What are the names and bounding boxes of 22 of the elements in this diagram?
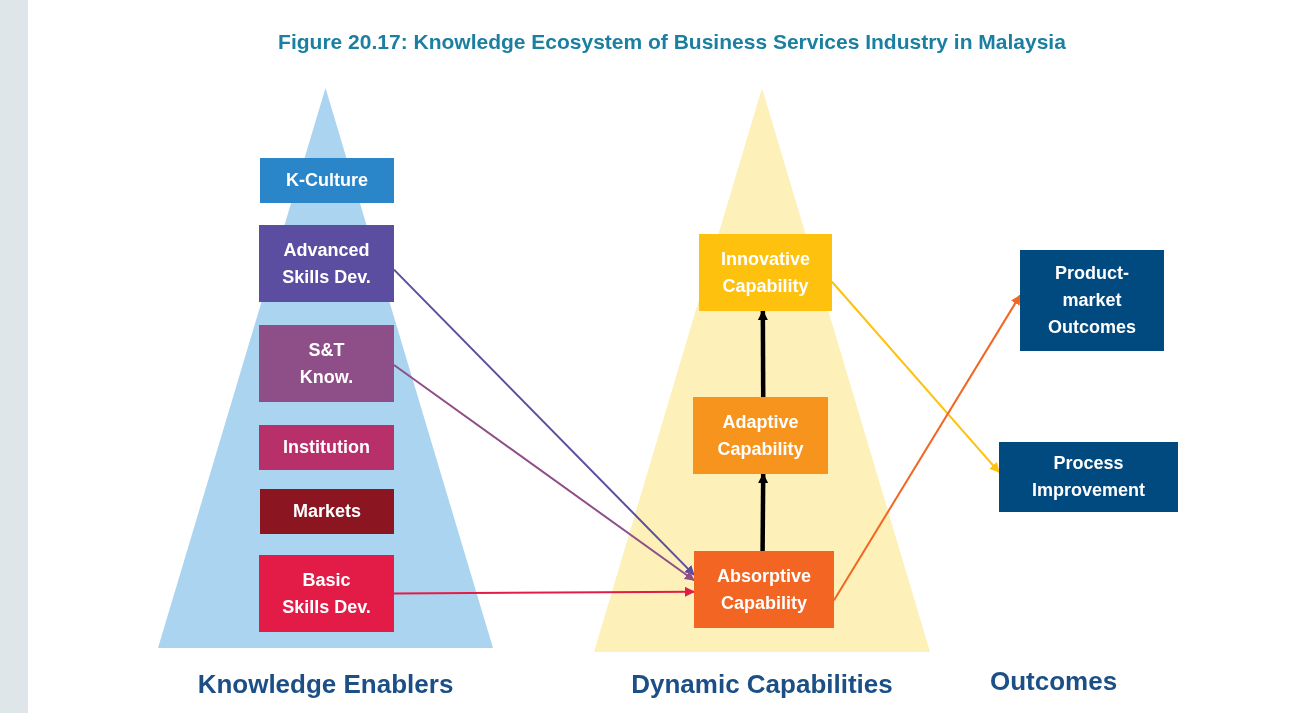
arrow [758,473,769,551]
arrow [757,310,768,397]
column-heading: Dynamic Capabilities [630,669,894,700]
capability-box: Innovative Capability [699,234,832,311]
column-heading: Outcomes [990,666,1118,697]
capability-box: Absorptive Capability [694,551,834,628]
arrow [393,364,695,582]
capability-box: Process Improvement [999,442,1178,512]
capability-box: S&T Know. [259,325,394,402]
capability-box: Advanced Skills Dev. [259,225,394,302]
capability-box: Institution [259,425,394,470]
capability-box: K-Culture [260,158,394,203]
capability-box: Product-market Outcomes [1020,250,1164,351]
capability-box: Adaptive Capability [693,397,828,474]
arrow [831,280,1000,474]
capability-box: Basic Skills Dev. [259,555,394,632]
arrow [393,268,695,576]
arrow [393,586,695,597]
column-heading: Knowledge Enablers [196,669,455,700]
figure-title: Figure 20.17: Knowledge Ecosystem of Business Services Industry in Malaysia [277,30,1067,54]
arrow [833,294,1021,602]
capability-box: Markets [260,489,394,534]
